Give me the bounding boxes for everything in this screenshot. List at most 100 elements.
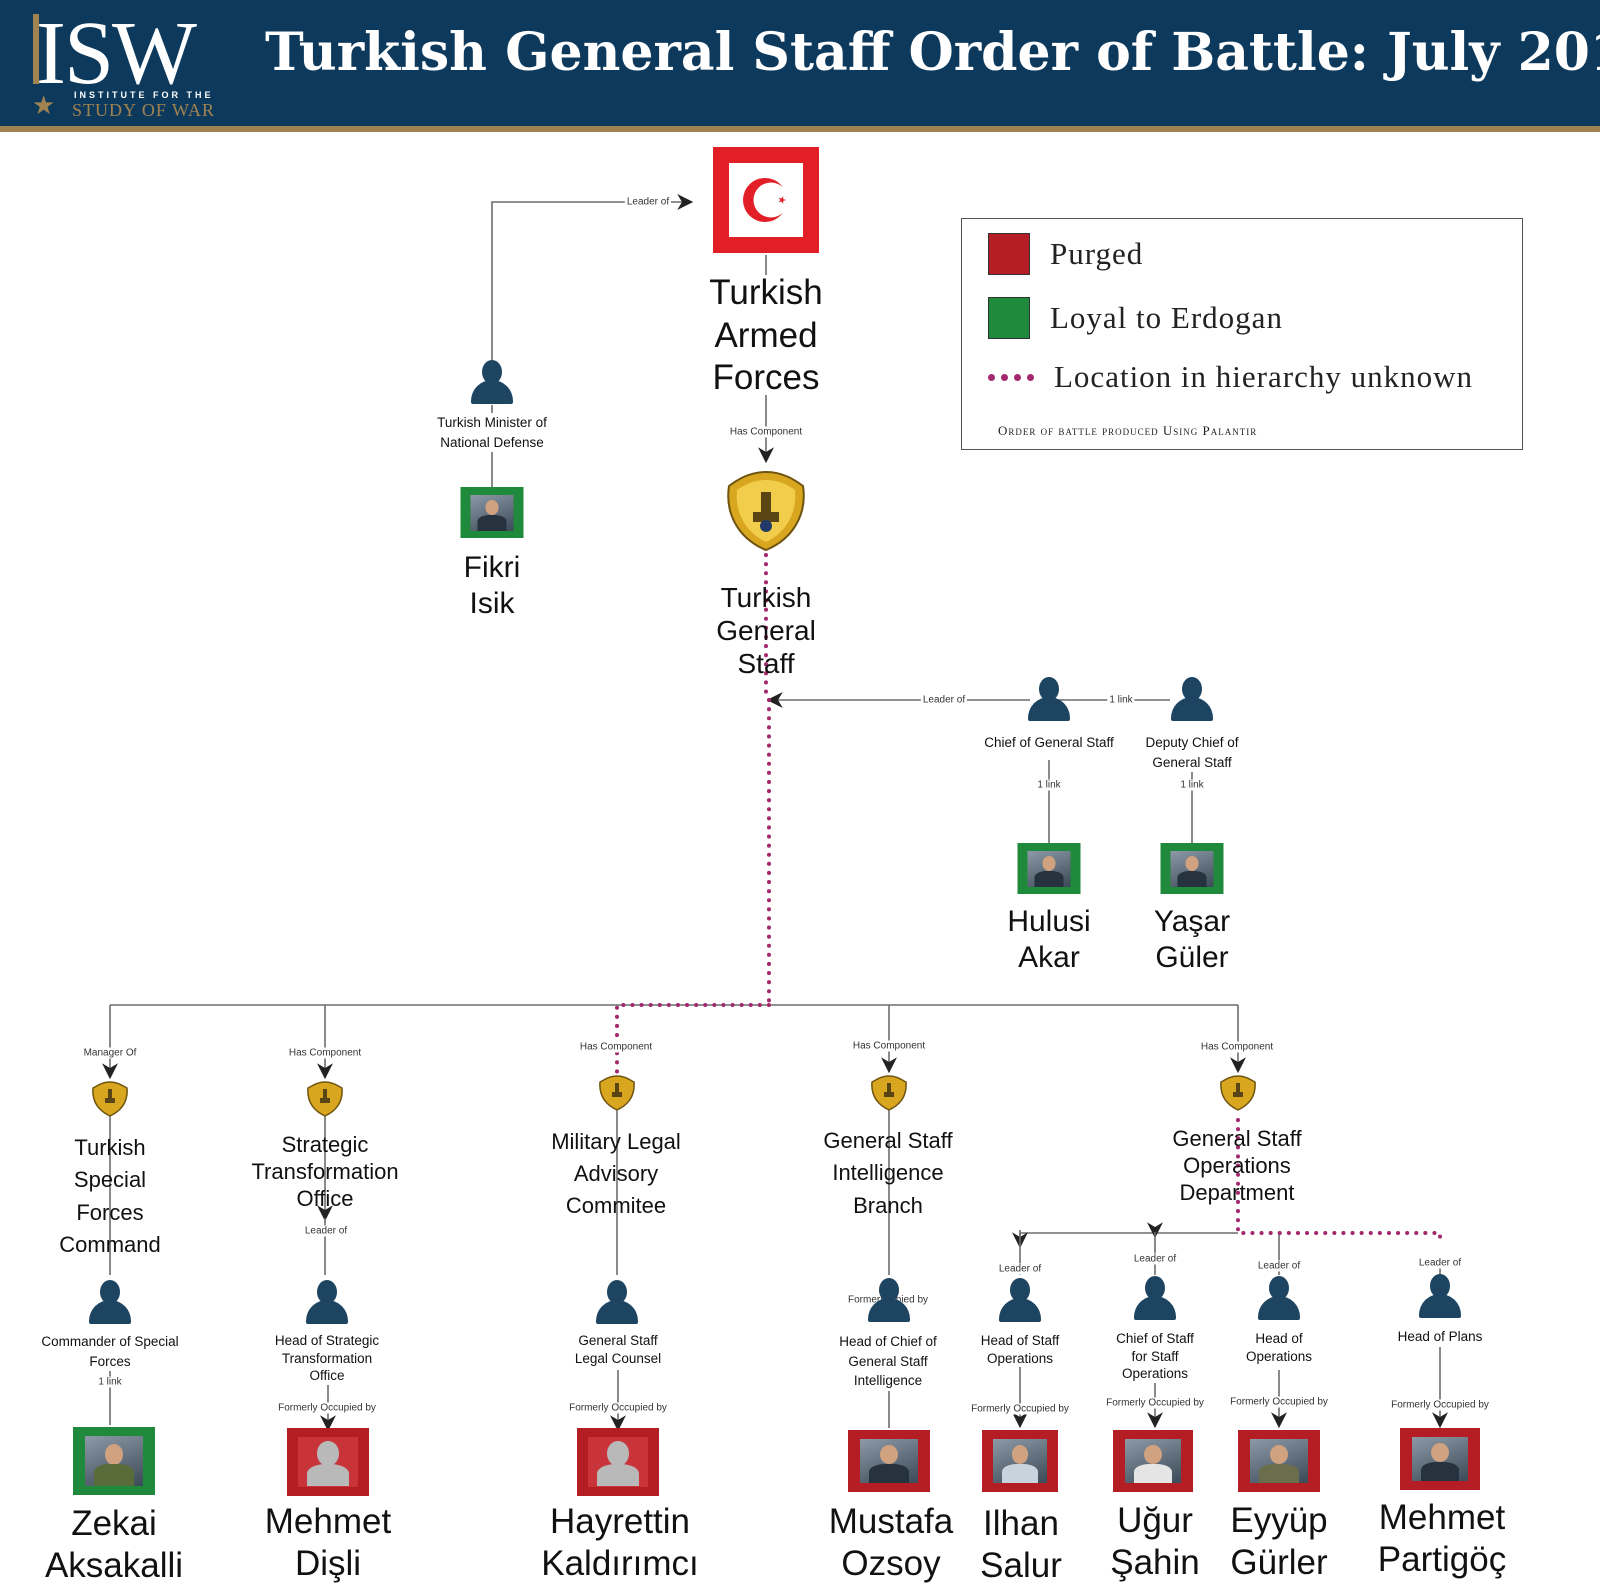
person-silhouette-icon xyxy=(306,1280,348,1324)
logo-bar xyxy=(33,14,39,84)
small-badge-icon xyxy=(870,1074,908,1117)
turkish-flag-icon xyxy=(713,147,819,253)
role-head-operations: Head of Operations xyxy=(1243,1330,1315,1366)
edge-label-manager-of: Manager Of xyxy=(81,1047,139,1059)
legend-label: Purged xyxy=(1050,236,1144,271)
edge-label-has-component: Has Component xyxy=(1198,1041,1276,1053)
person-silhouette-icon xyxy=(1134,1276,1176,1320)
page-title: Turkish General Staff Order of Battle: J… xyxy=(265,22,1600,83)
legend-item-purged: Purged xyxy=(988,233,1143,275)
legend-swatch-green xyxy=(988,297,1030,339)
general-staff-label: Turkish General Staff xyxy=(716,582,816,679)
edge-label-leader-of: Leader of xyxy=(920,694,968,706)
person-photo xyxy=(982,1430,1058,1492)
person-silhouette-icon xyxy=(1028,677,1070,721)
deputy-chief-photo xyxy=(1160,843,1224,894)
role-legal-counsel: General Staff Legal Counsel xyxy=(572,1332,664,1368)
legend-footer: Order of battle produced Using Palantir xyxy=(998,423,1258,438)
edge-label-one-link: 1 link xyxy=(1178,779,1206,791)
edge-label-formerly-occupied: Formerly Occupied by xyxy=(276,1402,378,1414)
person-name-eyyup-gurler: Eyyüp Gürler xyxy=(1230,1501,1328,1582)
edge-label-has-component: Has Component xyxy=(850,1040,928,1052)
legend-item-unknown: Location in hierarchy unknown xyxy=(988,359,1473,395)
role-head-intelligence: Head of Chief of General Staff Intellige… xyxy=(837,1332,939,1391)
armed-forces-label: Turkish Armed Forces xyxy=(709,273,823,398)
edge-label-one-link: 1 link xyxy=(1107,694,1135,706)
chief-role-label: Chief of General Staff xyxy=(982,733,1116,753)
person-photo xyxy=(73,1427,155,1495)
edge-label-has-component: Has Component xyxy=(286,1047,364,1059)
logo-subtitle-2: STUDY OF WAR xyxy=(72,100,216,120)
person-silhouette-icon xyxy=(89,1280,131,1324)
person-photo-placeholder xyxy=(577,1428,659,1496)
star-icon: ★ xyxy=(32,90,56,120)
chief-photo xyxy=(1017,843,1081,894)
deputy-chief-name: Yaşar Güler xyxy=(1153,905,1231,974)
minister-role-label: Turkish Minister of National Defense xyxy=(435,413,549,453)
person-silhouette-icon xyxy=(1171,677,1213,721)
edge-label-leader-of: Leader of xyxy=(996,1263,1044,1275)
person-name-ilhan-salur: Ilhan Salur xyxy=(980,1504,1062,1585)
role-chief-staff-operations: Chief of Staff for Staff Operations xyxy=(1114,1330,1196,1383)
person-silhouette-icon xyxy=(868,1278,910,1322)
edge-label-has-component: Has Component xyxy=(727,426,805,438)
legend-item-loyal: Loyal to Erdogan xyxy=(988,297,1283,339)
legend-label: Location in hierarchy unknown xyxy=(1054,359,1473,394)
edge-label-one-link: 1 link xyxy=(96,1376,124,1388)
edge-label-formerly-occupied: Formerly Occupied by xyxy=(567,1402,669,1414)
edge-label-formerly-occupied: Formerly Occupied by xyxy=(969,1403,1071,1415)
edge-label-has-component: Has Component xyxy=(577,1041,655,1053)
small-badge-icon xyxy=(1219,1074,1257,1117)
header-banner: ISW ★ INSTITUTE FOR THE STUDY OF WAR Tur… xyxy=(0,0,1600,126)
shield-badge-icon xyxy=(723,468,809,559)
role-head-staff-operations: Head of Staff Operations xyxy=(978,1332,1062,1368)
branch-title-operations: General Staff Operations Department xyxy=(1172,1126,1302,1205)
branch-title-strategic-transformation: Strategic Transformation Office xyxy=(251,1132,399,1211)
logo-subtitle-1: INSTITUTE FOR THE xyxy=(74,90,214,100)
logo-text: ISW xyxy=(36,4,197,103)
person-silhouette-icon xyxy=(999,1278,1041,1322)
edge-label-formerly-occupied: Formerly Occupied by xyxy=(1389,1399,1491,1411)
person-photo xyxy=(1238,1430,1320,1492)
person-name-ugur-sahin: Uğur Şahin xyxy=(1110,1501,1200,1582)
chief-name: Hulusi Akar xyxy=(1007,905,1091,974)
person-name-mehmet-partigoc: Mehmet Partigöç xyxy=(1377,1498,1507,1579)
person-photo xyxy=(848,1430,930,1492)
dotted-line-icon xyxy=(988,371,1034,383)
branch-title-intelligence: General Staff Intelligence Branch xyxy=(823,1128,953,1218)
person-photo xyxy=(1400,1428,1480,1490)
person-photo xyxy=(1113,1430,1193,1492)
edge-label-leader-of: Leader of xyxy=(302,1225,350,1237)
person-silhouette-icon xyxy=(1258,1276,1300,1320)
role-commander-special-forces: Commander of Special Forces xyxy=(39,1332,181,1372)
person-photo-placeholder xyxy=(287,1428,369,1496)
isw-logo: ISW ★ INSTITUTE FOR THE STUDY OF WAR xyxy=(30,4,245,120)
small-badge-icon xyxy=(91,1080,129,1123)
edge-label-leader-of: Leader of xyxy=(624,196,672,208)
minister-name: Fikri Isik xyxy=(463,551,521,620)
role-head-plans: Head of Plans xyxy=(1395,1327,1485,1347)
person-name-hayrettin-kaldirimci: Hayrettin Kaldırımcı xyxy=(541,1502,699,1583)
person-silhouette-icon xyxy=(596,1280,638,1324)
small-badge-icon xyxy=(306,1080,344,1123)
branch-title-special-forces: Turkish Special Forces Command xyxy=(59,1135,161,1257)
role-head-strategic-transformation: Head of Strategic Transformation Office xyxy=(272,1332,382,1385)
person-name-mustafa-ozsoy: Mustafa Ozsoy xyxy=(828,1502,954,1583)
person-silhouette-icon xyxy=(1419,1274,1461,1318)
legend-label: Loyal to Erdogan xyxy=(1050,300,1283,335)
person-name-mehmet-disli: Mehmet Dişli xyxy=(264,1502,392,1583)
legend: Purged Loyal to Erdogan Location in hier… xyxy=(961,218,1523,450)
header-rule xyxy=(0,126,1600,132)
edge-label-formerly-occupied: Formerly Occupied by xyxy=(1228,1396,1330,1408)
person-name-zekai-aksakalli: Zekai Aksakalli xyxy=(44,1504,184,1585)
edge-label-leader-of: Leader of xyxy=(1255,1260,1303,1272)
edge-label-leader-of: Leader of xyxy=(1131,1253,1179,1265)
person-silhouette-icon xyxy=(471,360,513,404)
small-badge-icon xyxy=(598,1074,636,1117)
edge-label-one-link: 1 link xyxy=(1035,779,1063,791)
branch-title-military-legal: Military Legal Advisory Commitee xyxy=(551,1129,681,1218)
legend-swatch-red xyxy=(988,233,1030,275)
edge-label-formerly-occupied: Formerly Occupied by xyxy=(1104,1397,1206,1409)
edge-label-leader-of: Leader of xyxy=(1416,1257,1464,1269)
